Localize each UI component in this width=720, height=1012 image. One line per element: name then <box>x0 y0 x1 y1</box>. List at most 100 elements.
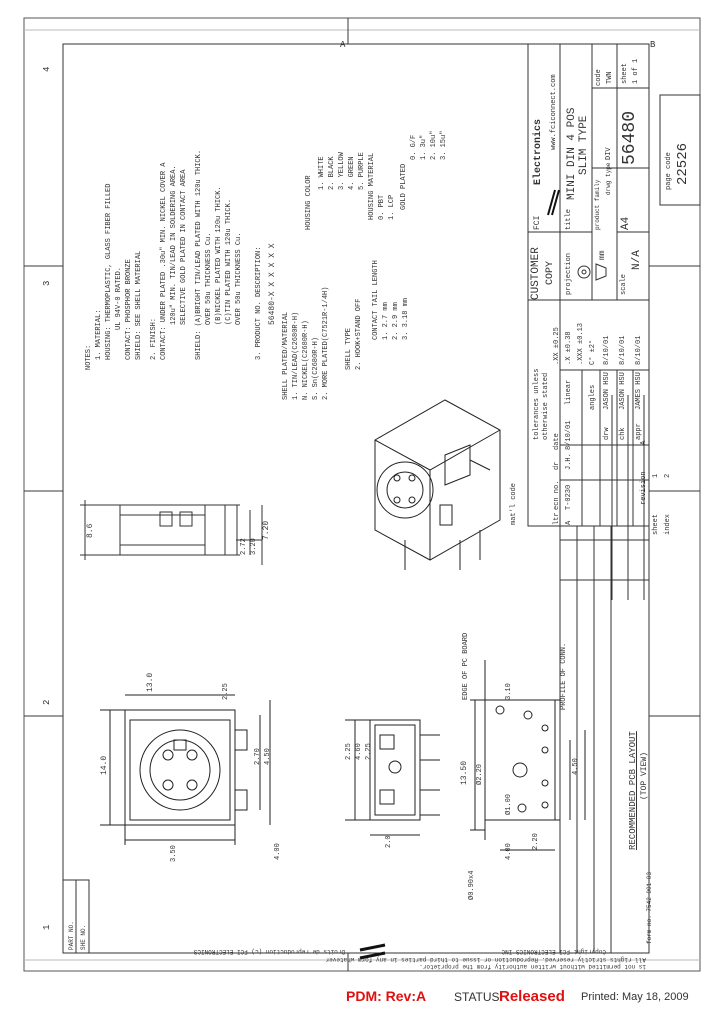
title-line-1: MINI DIN 4 POS <box>566 107 578 200</box>
rev-header-ltr: ltr <box>553 512 561 525</box>
rev-footer-index: index <box>664 513 672 535</box>
housing-color-5: 5. PURPLE <box>358 152 366 190</box>
approval-name-2: JASON HSU <box>619 372 627 410</box>
dim-pcb-7: Ø0.90x4 <box>468 870 476 900</box>
projection-label: projection <box>565 252 573 295</box>
customer-value: COPY <box>545 260 556 285</box>
note-line-12: (B)NICKEL PLATED WITH 120u THICK. <box>215 186 223 325</box>
dim-side-4: 2.0 <box>385 835 393 848</box>
housing-color-4: 4. GREEN <box>348 156 356 190</box>
rev-footer-revision-value: A <box>640 440 648 445</box>
she-no-label: SHE NO. <box>80 924 87 950</box>
dim-pcb-3: Ø1.00 <box>505 793 513 815</box>
revision-block <box>528 369 650 953</box>
approval-role-2: chk <box>619 427 627 440</box>
dim-pcb-8: 3.10 <box>505 683 513 700</box>
dim-pcb-1: 13.50 <box>460 760 469 785</box>
title-label: title <box>565 208 573 230</box>
drawing-type-label: drwg type <box>605 162 612 195</box>
material-code-label: mat'l code <box>510 482 518 525</box>
pcb-layout-title: RECOMMENDED PCB LAYOUT <box>628 731 638 850</box>
approval-name-3: JAMES HSU <box>635 372 643 410</box>
approval-role-1: drw <box>603 427 611 440</box>
notes-title: NOTES: <box>85 344 93 370</box>
pdm-revision: PDM: Rev:A <box>346 988 427 1004</box>
note-line-5: SHIELD: SEE SHELL MATERIAL <box>135 250 143 360</box>
pcb-label-edge: EDGE OF PC BOARD <box>462 632 470 700</box>
zone-4-left: 4 <box>42 66 52 72</box>
note-line-2: HOUSING: THERMOPLASTIC, GLASS FIBER FILL… <box>105 183 113 360</box>
dim-front-1: 13.0 <box>146 672 155 692</box>
pcb-label-profile: PROFILE OF CONN. <box>560 642 568 710</box>
part-number: 56480 <box>620 110 640 165</box>
copyright-3: All rights strictly reserved. Reproducti… <box>325 956 646 963</box>
dim-side-1: 2.25 <box>345 743 353 760</box>
shell-plating-3: S. Sn(C2680R-H) <box>312 336 320 400</box>
page-code-label: page code <box>665 152 673 190</box>
status-value: Released <box>499 988 565 1005</box>
housing-color-1: 1. WHITE <box>318 156 326 190</box>
note-line-1: 1. MATERIAL: <box>95 309 103 360</box>
contact-tail-0: CONTACT TAIL LENGTH <box>372 260 380 340</box>
rev-footer-index-value: 2 <box>664 473 672 478</box>
zone-3-left: 3 <box>42 280 52 286</box>
shell-plating-2: N. NICKEL(C2680R-H) <box>302 320 310 400</box>
contact-tail-3: 3. 3.18 mm <box>402 297 410 340</box>
contact-tail-2: 2. 2.9 mm <box>392 302 400 340</box>
rev-footer-revision: revision <box>640 471 648 505</box>
zone-b-top: B <box>650 40 656 50</box>
dim-top-2: 7.20 <box>262 520 271 540</box>
pcb-layout <box>470 660 586 851</box>
drawing-type-value: DIV <box>605 147 613 160</box>
note-line-10: SHIELD: (A)BRIGHT TIN/LEAD PLATED WITH 1… <box>195 149 203 360</box>
rev-footer-sheet: sheet <box>652 513 660 535</box>
dim-pcb-5: 2.20 <box>532 833 540 850</box>
housing-color-2: 2. BLACK <box>328 156 336 190</box>
isometric-view <box>374 399 501 570</box>
gold-plated-0: GOLD PLATED <box>400 163 408 210</box>
linear-label: linear <box>565 379 573 405</box>
printed-date: Printed: May 18, 2009 <box>581 991 689 1003</box>
size-value: A4 <box>620 216 632 230</box>
tolerance-linear-1: .XX ±0.25 <box>553 327 561 365</box>
gold-plated-4: 3. 15u" <box>440 130 448 160</box>
dim-top-1: 8.6 <box>86 523 95 538</box>
side-view-outline <box>345 719 440 836</box>
zone-1-left: 1 <box>42 924 52 930</box>
bottom-logo <box>359 943 386 960</box>
code-label: code <box>595 69 603 86</box>
dim-front-6: 4.00 <box>274 843 282 860</box>
rev-header-dr: dr <box>553 461 561 470</box>
dim-side-3: 2.25 <box>365 743 373 760</box>
scale-value: N/A <box>631 250 643 270</box>
dim-front-4: 2.70 <box>254 748 262 765</box>
copyright-4: is not permitted without written authori… <box>419 963 646 970</box>
note-line-4: CONTACT: PHOSPHOR BRONZE <box>125 259 133 360</box>
note-line-11: OVER 50u THICKNESS Cu. <box>205 232 213 325</box>
dim-front-5: 4.50 <box>264 748 272 765</box>
status-label: STATUS: <box>454 990 503 1004</box>
contact-tail-1: 1. 2.7 mm <box>382 302 390 340</box>
title-logo <box>547 189 560 216</box>
pcb-layout-subtitle: (TOP VIEW) <box>640 751 649 800</box>
note-line-14: OVER 50u THICKNESS Cu. <box>235 232 243 325</box>
rev-row-dr: J.H. <box>565 453 573 470</box>
housing-material-2: 1. LCP <box>388 194 396 220</box>
note-line-9: SELECTIVE GOLD PLATED IN CONTACT AREA <box>180 169 188 325</box>
form-number: form no. 7542-001-03 <box>646 871 653 944</box>
rev-row-date: 8/10/01 <box>565 420 573 450</box>
shell-plating-4: 2. MORE PLATED(C7521R-1/4H) <box>322 286 330 400</box>
part-no-label: PART NO. <box>68 921 75 950</box>
note-line-8: 120u" MIN. TIN/LEAD IN SOLDERING AREA. <box>170 165 178 325</box>
product-family-label: product family <box>594 179 601 230</box>
scale-label: scale <box>620 273 628 295</box>
dim-pcb-2: Ø2.20 <box>476 763 484 785</box>
gold-plated-1: 0. G/F <box>410 134 418 160</box>
note-line-13: (C)TIN PLATED WITH 120u THICK. <box>225 198 233 325</box>
shell-plating-0: SHELL PLATED/MATERIAL <box>282 311 290 400</box>
housing-material-1: 0. PBT <box>378 194 386 220</box>
top-view-outline <box>80 500 263 565</box>
dim-top-3: 2.72 <box>240 538 248 555</box>
unit-label: mm <box>598 250 607 260</box>
title-line-2: SLIM TYPE <box>578 115 590 175</box>
